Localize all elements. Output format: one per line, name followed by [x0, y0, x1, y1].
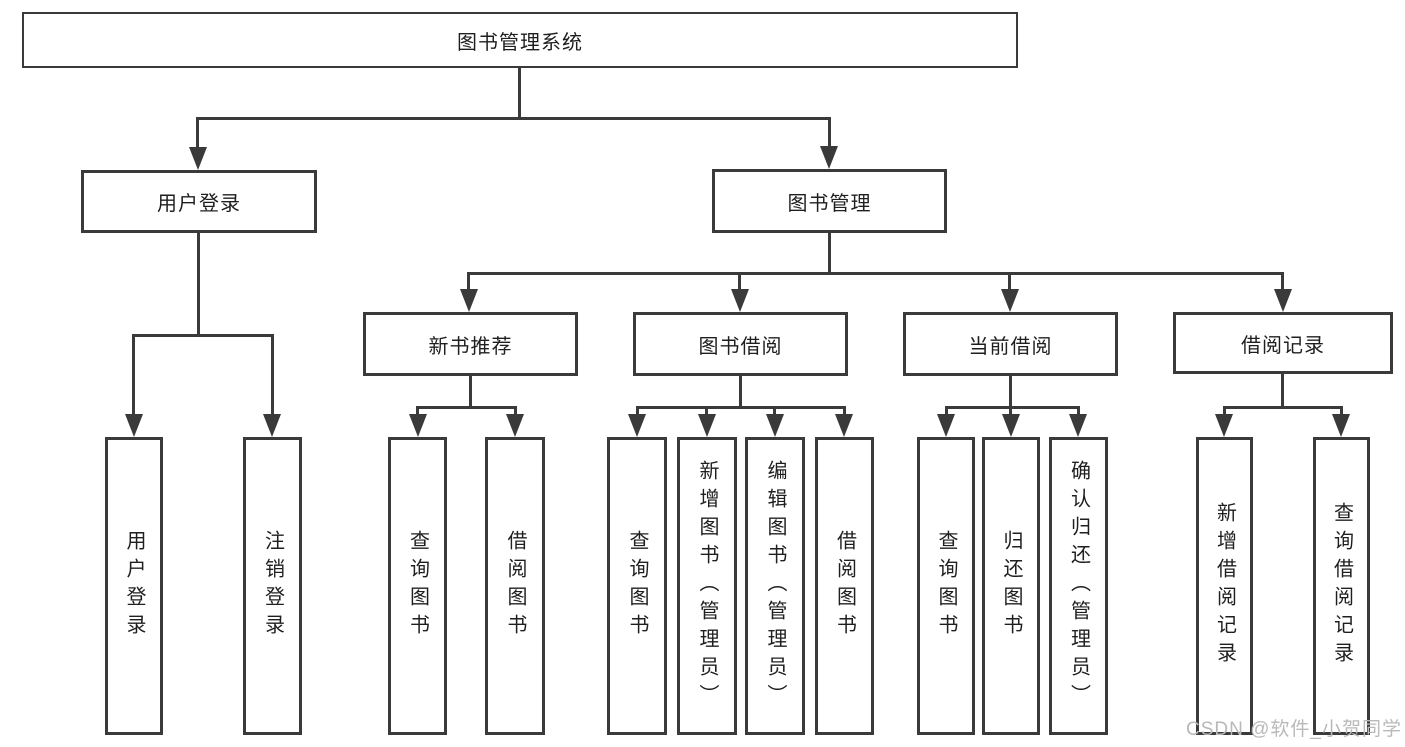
leaf-borrow-books-nb: 借阅图书 — [485, 437, 545, 735]
leaf-query-books-cb: 查询图书 — [917, 437, 975, 735]
connector-line — [197, 233, 200, 337]
connector-line — [1008, 272, 1011, 294]
node-label: 确认归还（管理员） — [1067, 460, 1090, 712]
arrowhead-icon — [698, 414, 716, 437]
node-borrowing-records: 借阅记录 — [1173, 312, 1393, 374]
node-label: 归还图书 — [1000, 530, 1022, 642]
connector-line — [196, 117, 199, 153]
node-label: 用户登录 — [123, 530, 145, 642]
connector-line — [132, 334, 274, 337]
connector-line — [739, 376, 742, 409]
node-label: 查询借阅记录 — [1330, 502, 1353, 670]
node-book-borrowing: 图书借阅 — [633, 312, 848, 376]
node-new-book-recommendation: 新书推荐 — [363, 312, 578, 376]
leaf-query-books-nb: 查询图书 — [388, 437, 447, 735]
csdn-watermark: CSDN @软件_小贺同学 — [1186, 719, 1402, 740]
connector-line — [636, 406, 846, 409]
node-label: 借阅图书 — [833, 530, 856, 642]
arrowhead-icon — [628, 414, 646, 437]
node-label: 查询图书 — [626, 530, 648, 642]
node-label: 图书管理系统 — [457, 31, 583, 54]
connector-line — [196, 117, 830, 120]
connector-line — [469, 376, 472, 409]
leaf-add-borrow-record: 新增借阅记录 — [1196, 437, 1253, 735]
node-label: 查询图书 — [406, 530, 429, 642]
node-label: 新书推荐 — [428, 335, 513, 358]
arrowhead-icon — [506, 414, 524, 437]
leaf-add-book-admin: 新增图书（管理员） — [677, 437, 737, 735]
node-label: 查询图书 — [935, 530, 957, 642]
arrowhead-icon — [835, 414, 853, 437]
node-current-borrowing: 当前借阅 — [903, 312, 1118, 376]
connector-line — [945, 406, 1080, 409]
arrowhead-icon — [460, 289, 478, 312]
connector-line — [518, 67, 521, 119]
arrowhead-icon — [1215, 414, 1233, 437]
node-label: 编辑图书（管理员） — [764, 460, 786, 712]
arrowhead-icon — [1274, 289, 1292, 312]
connector-line — [828, 117, 831, 153]
arrowhead-icon — [766, 414, 784, 437]
connector-line — [467, 272, 1284, 275]
connector-line — [416, 406, 517, 409]
node-label: 图书管理 — [787, 192, 872, 215]
connector-line — [467, 272, 470, 294]
leaf-borrow-books-bb: 借阅图书 — [815, 437, 874, 735]
connector-line — [1009, 376, 1012, 409]
connector-line — [271, 334, 274, 422]
leaf-confirm-return-admin: 确认归还（管理员） — [1049, 437, 1108, 735]
connector-line — [828, 233, 831, 275]
node-book-management: 图书管理 — [712, 169, 947, 233]
arrowhead-icon — [937, 414, 955, 437]
leaf-logout: 注销登录 — [243, 437, 302, 735]
node-label: 注销登录 — [261, 530, 284, 642]
leaf-query-books-bb: 查询图书 — [607, 437, 667, 735]
arrowhead-icon — [731, 289, 749, 312]
arrowhead-icon — [1069, 414, 1087, 437]
connector-line — [1281, 272, 1284, 294]
connector-line — [1223, 406, 1343, 409]
node-label: 用户登录 — [157, 193, 241, 215]
node-label: 新增借阅记录 — [1213, 502, 1236, 670]
arrowhead-icon — [1332, 414, 1350, 437]
node-root-library-management-system: 图书管理系统 — [22, 12, 1018, 68]
node-label: 借阅图书 — [504, 530, 526, 642]
node-label: 图书借阅 — [698, 335, 783, 358]
connector-line — [1281, 374, 1284, 409]
leaf-edit-book-admin: 编辑图书（管理员） — [745, 437, 805, 735]
arrowhead-icon — [409, 414, 427, 437]
connector-line — [132, 334, 135, 422]
connector-line — [738, 272, 741, 294]
arrowhead-icon — [1002, 414, 1020, 437]
leaf-user-login: 用户登录 — [105, 437, 163, 735]
arrowhead-icon — [189, 147, 207, 170]
leaf-return-book: 归还图书 — [982, 437, 1040, 735]
arrowhead-icon — [125, 414, 143, 437]
node-label: 借阅记录 — [1241, 334, 1325, 357]
leaf-query-borrow-record: 查询借阅记录 — [1313, 437, 1370, 735]
arrowhead-icon — [1001, 289, 1019, 312]
node-user-login: 用户登录 — [81, 170, 317, 233]
arrowhead-icon — [820, 146, 838, 169]
node-label: 当前借阅 — [968, 335, 1053, 358]
arrowhead-icon — [263, 414, 281, 437]
node-label: 新增图书（管理员） — [696, 460, 718, 712]
